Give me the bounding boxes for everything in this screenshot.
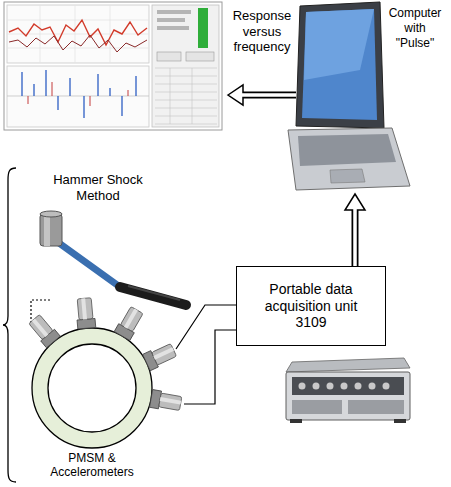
computer-node: Computer with "Pulse" xyxy=(290,0,448,194)
software-screenshot xyxy=(4,2,222,130)
sensor-wire xyxy=(176,305,236,349)
accelerometer-set xyxy=(27,298,182,413)
node-heading: Computer with "Pulse" xyxy=(386,6,444,51)
impact-hammer xyxy=(40,211,186,305)
double-arrow-connector xyxy=(345,194,365,267)
pmsm-motor xyxy=(32,328,152,448)
process-box: Portable data acquisition unit 3109 xyxy=(236,266,386,346)
sensor-wire xyxy=(184,330,236,404)
acquisition-hardware xyxy=(286,358,410,423)
box-text: Portable data acquisition unit 3109 xyxy=(257,281,365,331)
double-arrow xyxy=(228,85,297,105)
arrow-head xyxy=(345,194,365,210)
curly-bracket xyxy=(3,168,16,482)
connector-inner xyxy=(353,208,357,267)
laptop-illustration xyxy=(288,2,410,190)
caption-label: Response versus frequency xyxy=(226,8,298,55)
part-label: PMSM & Accelerometers xyxy=(40,451,144,480)
method-label: Hammer Shock Method xyxy=(50,172,146,203)
